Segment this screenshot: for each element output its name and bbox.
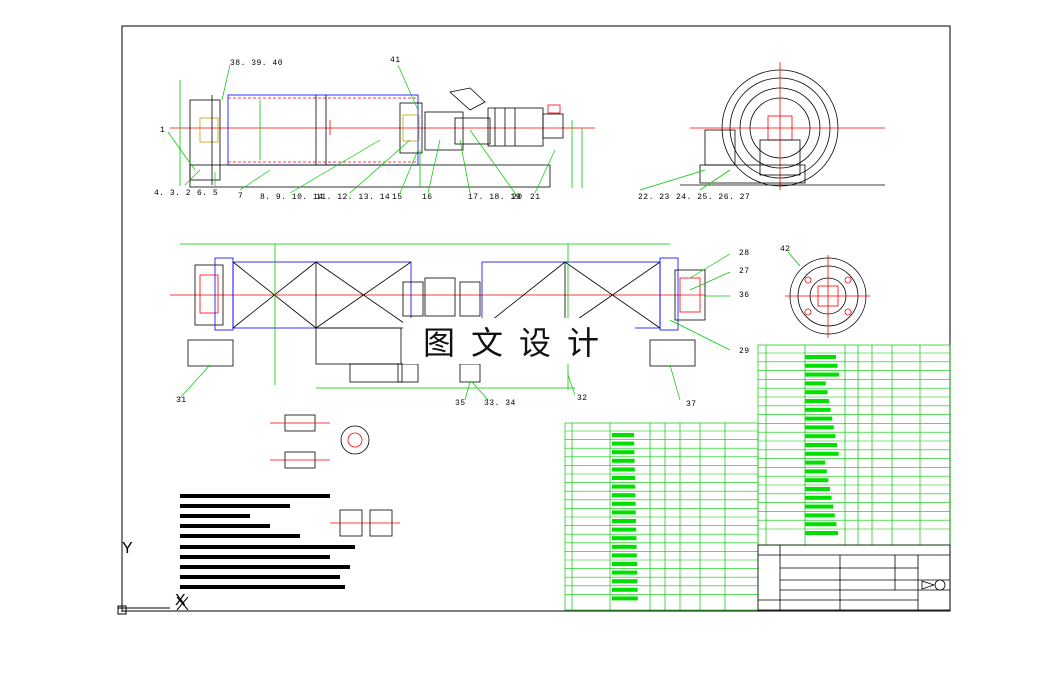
part-label-27b: 27 xyxy=(739,267,750,276)
ucs-icon xyxy=(117,560,189,615)
table-cell-fill xyxy=(612,544,637,549)
plan-view xyxy=(170,243,706,390)
parts-list-left xyxy=(564,422,759,611)
table-cell-fill xyxy=(805,531,838,535)
front-view xyxy=(170,80,595,188)
table-cell-fill xyxy=(805,355,836,359)
table-cell-fill xyxy=(805,407,831,412)
part-label-15: 15 xyxy=(392,193,403,202)
table-cell-fill xyxy=(805,478,829,483)
watermark-text: 图文设计 xyxy=(403,318,635,364)
part-label-41: 41 xyxy=(390,56,401,65)
part-label-21: 21 xyxy=(530,193,541,202)
parts-list-right xyxy=(757,344,951,546)
table-cell-fill xyxy=(612,476,635,480)
table-cell-fill xyxy=(805,399,829,403)
table-cell-fill xyxy=(612,536,637,541)
part-label-6: 6. 5 xyxy=(197,189,219,198)
parts-list-rows xyxy=(565,352,950,601)
table-cell-fill xyxy=(805,390,828,395)
table-cell-fill xyxy=(612,519,636,523)
table-cell-fill xyxy=(805,513,835,518)
part-label-17: 17. 18. 19 xyxy=(468,193,522,202)
drawing-border xyxy=(121,25,951,612)
part-label-7: 7 xyxy=(238,192,244,201)
table-cell-fill xyxy=(805,522,837,527)
part-label-24: 24. 25. 26. 27 xyxy=(676,193,751,202)
table-cell-fill xyxy=(612,484,636,489)
ucs-x-label: X xyxy=(175,592,186,609)
table-cell-fill xyxy=(612,450,635,455)
table-cell-fill xyxy=(612,570,638,575)
table-cell-fill xyxy=(612,579,638,584)
table-cell-fill xyxy=(612,441,635,446)
part-label-42: 42 xyxy=(780,245,791,254)
table-cell-fill xyxy=(805,504,834,509)
part-label-38: 38. 39. 40 xyxy=(230,59,284,68)
title-block xyxy=(757,544,951,611)
part-label-31: 31 xyxy=(176,396,187,405)
part-label-36: 36 xyxy=(739,291,750,300)
table-cell-fill xyxy=(612,433,634,437)
part-label-33: 33. 34 xyxy=(484,399,516,408)
part-label-29: 29 xyxy=(739,347,750,356)
table-cell-fill xyxy=(612,493,636,498)
technical-notes xyxy=(180,494,355,589)
table-cell-fill xyxy=(612,467,635,472)
part-label-32: 32 xyxy=(577,394,588,403)
table-cell-fill xyxy=(805,451,839,456)
table-cell-fill xyxy=(805,381,826,386)
side-view xyxy=(639,62,885,191)
leader-lines-front xyxy=(167,64,556,194)
table-cell-fill xyxy=(805,363,838,368)
small-details xyxy=(270,414,400,537)
part-label-22: 22. 23 xyxy=(638,193,670,202)
part-label-20: 20 xyxy=(512,193,523,202)
part-label-16: 16 xyxy=(422,193,433,202)
table-cell-fill xyxy=(805,495,832,500)
table-cell-fill xyxy=(805,416,833,421)
part-label-1: 1 xyxy=(160,126,166,135)
table-cell-fill xyxy=(805,487,830,491)
table-cell-fill xyxy=(612,458,635,463)
table-cell-fill xyxy=(805,469,827,474)
part-label-35: 35 xyxy=(455,399,466,408)
table-cell-fill xyxy=(612,510,636,515)
table-cell-fill xyxy=(612,527,637,532)
table-cell-fill xyxy=(612,562,637,566)
table-cell-fill xyxy=(612,501,636,506)
table-cell-fill xyxy=(612,596,638,601)
part-label-37: 37 xyxy=(686,400,697,409)
table-cell-fill xyxy=(805,434,836,439)
table-cell-fill xyxy=(805,460,826,465)
table-cell-fill xyxy=(612,553,637,558)
part-label-8: 8. 9. 10. 14 xyxy=(260,193,324,202)
table-cell-fill xyxy=(805,425,834,430)
ucs-y-label: Y xyxy=(122,540,133,557)
part-label-11: 11. 12. 13. 14 xyxy=(316,193,391,202)
table-cell-fill xyxy=(805,443,837,447)
part-label-4: 4. 3. 2 xyxy=(154,189,192,198)
leader-lines-plan xyxy=(179,253,731,401)
section-detail xyxy=(785,251,870,338)
table-cell-fill xyxy=(612,587,638,592)
table-cell-fill xyxy=(805,372,840,377)
part-label-28: 28 xyxy=(739,249,750,258)
